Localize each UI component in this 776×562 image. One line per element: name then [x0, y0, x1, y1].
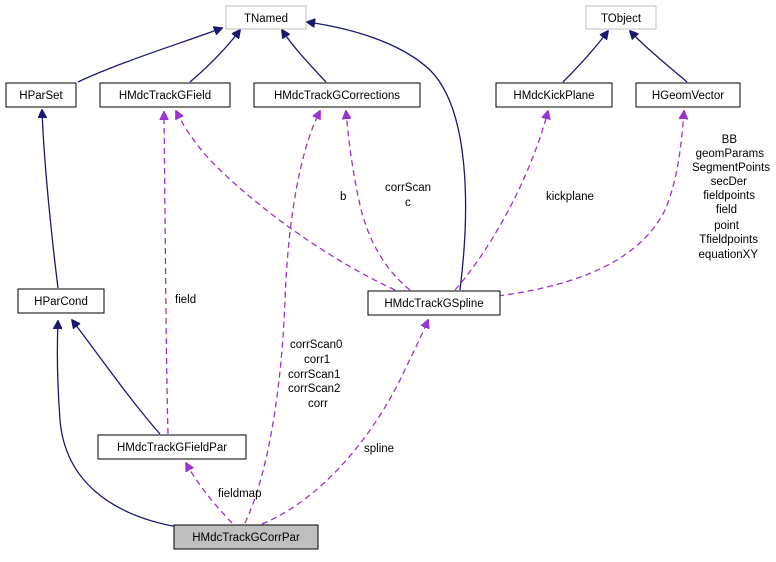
label-spline: spline	[364, 443, 394, 455]
node-hparset[interactable]: HParSet	[5, 82, 77, 108]
svg-text:SegmentPoints: SegmentPoints	[692, 162, 770, 174]
edge-spline-uses-corrections	[346, 111, 411, 291]
edge-spline-uses-geomvector	[497, 111, 684, 297]
node-hmdctrackgfieldpar[interactable]: HMdcTrackGFieldPar	[97, 434, 247, 460]
edge-hparset-to-tnamed	[77, 28, 222, 83]
edge-spline-uses-kickplane	[454, 111, 548, 291]
svg-text:HParSet: HParSet	[19, 90, 63, 102]
svg-text:corr: corr	[308, 398, 328, 410]
node-tnamed[interactable]: TNamed	[225, 5, 307, 30]
svg-text:Tfieldpoints: Tfieldpoints	[699, 234, 758, 246]
edge-corrpar-uses-spline	[261, 320, 428, 525]
label-geomvector-members: BB geomParams SegmentPoints secDer field…	[692, 134, 770, 261]
node-hmdctrackgfield[interactable]: HMdcTrackGField	[99, 82, 231, 108]
svg-text:corrScan2: corrScan2	[288, 383, 340, 395]
svg-text:HMdcTrackGField: HMdcTrackGField	[119, 90, 211, 102]
node-tobject[interactable]: TObject	[585, 5, 657, 30]
svg-text:point: point	[714, 220, 740, 232]
svg-text:secDer: secDer	[711, 176, 748, 188]
svg-text:HMdcKickPlane: HMdcKickPlane	[513, 90, 594, 102]
edge-hmdctrackgcorrpar-to-hparcond	[57, 321, 179, 528]
svg-text:corr1: corr1	[304, 354, 330, 366]
node-hmdctrackgcorrpar[interactable]: HMdcTrackGCorrPar	[173, 524, 319, 550]
node-hparcond[interactable]: HParCond	[17, 288, 105, 314]
svg-text:TNamed: TNamed	[244, 13, 288, 25]
edge-fieldpar-uses-field	[164, 112, 169, 435]
svg-text:HMdcTrackGSpline: HMdcTrackGSpline	[384, 298, 483, 310]
label-corrscan-c: corrScan c	[385, 182, 431, 209]
edge-hgeomvector-to-tobject	[630, 31, 688, 83]
edge-hmdctrackgcorrections-to-tnamed	[282, 30, 327, 83]
edge-hmdctrackgspline-to-tnamed	[307, 22, 467, 291]
svg-text:BB: BB	[722, 134, 738, 146]
edge-hmdctrackgfield-to-tnamed	[189, 30, 240, 83]
svg-text:HGeomVector: HGeomVector	[652, 90, 724, 102]
edge-spline-uses-field	[176, 111, 396, 291]
svg-text:HMdcTrackGCorrections: HMdcTrackGCorrections	[274, 90, 400, 102]
label-kickplane: kickplane	[546, 191, 594, 203]
node-hmdctrackgspline[interactable]: HMdcTrackGSpline	[367, 290, 501, 316]
label-corr-members: corrScan0 corr1 corrScan1 corrScan2 corr	[288, 339, 342, 410]
label-fieldmap: fieldmap	[218, 488, 261, 500]
svg-text:geomParams: geomParams	[696, 148, 765, 160]
node-hmdctrackgcorrections[interactable]: HMdcTrackGCorrections	[253, 82, 421, 108]
edge-hparcond-to-hparset	[42, 110, 59, 289]
edge-hmdctrackgfieldpar-to-hparcond	[72, 320, 161, 435]
svg-text:HParCond: HParCond	[34, 296, 88, 308]
svg-text:equationXY: equationXY	[699, 249, 759, 261]
label-field: field	[175, 294, 196, 306]
svg-text:TObject: TObject	[601, 13, 642, 25]
edge-corrpar-uses-corrections	[244, 111, 320, 524]
svg-text:HMdcTrackGFieldPar: HMdcTrackGFieldPar	[117, 442, 227, 454]
svg-text:corrScan0: corrScan0	[290, 339, 342, 351]
svg-text:c: c	[405, 197, 411, 209]
svg-text:field: field	[716, 204, 737, 216]
node-hgeomvector[interactable]: HGeomVector	[635, 82, 741, 108]
node-hmdckickplane[interactable]: HMdcKickPlane	[495, 82, 613, 108]
edge-hmdckickplane-to-tobject	[562, 31, 608, 83]
svg-text:HMdcTrackGCorrPar: HMdcTrackGCorrPar	[192, 532, 300, 544]
svg-text:corrScan1: corrScan1	[288, 369, 340, 381]
svg-text:corrScan: corrScan	[385, 182, 431, 194]
label-b: b	[340, 191, 346, 203]
svg-text:fieldpoints: fieldpoints	[703, 190, 755, 202]
